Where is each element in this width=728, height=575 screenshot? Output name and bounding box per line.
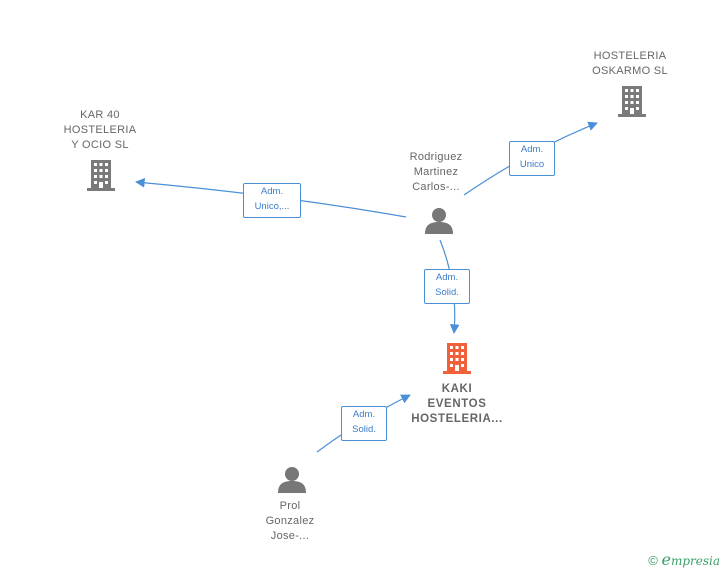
edge-label-rodriguez-kaki[interactable]: Adm. Solid. <box>424 269 470 304</box>
edge-label-line: Solid. <box>352 424 376 435</box>
edge-label-line: Adm. <box>352 409 376 420</box>
rodriguez-label[interactable]: Rodriguez Martinez Carlos-... <box>391 150 481 195</box>
brand-initial: e <box>661 550 671 569</box>
copyright-icon: © <box>648 553 658 568</box>
oskarmo-building-icon[interactable] <box>618 86 646 117</box>
prol-label-line: Jose-... <box>270 530 310 542</box>
prol-label-line: Gonzalez <box>265 515 315 527</box>
kar40-label[interactable]: KAR 40 HOSTELERIA Y OCIO SL <box>50 108 150 153</box>
prol-label-line: Prol <box>279 500 301 512</box>
rodriguez-label-line: Carlos-... <box>412 181 460 193</box>
edge-label-rodriguez-kar40[interactable]: Adm. Unico,... <box>243 183 301 218</box>
kaki-label-line: HOSTELERIA... <box>411 413 503 425</box>
kaki-label-line: KAKI <box>441 383 473 395</box>
kar40-building-icon[interactable] <box>87 160 115 191</box>
edge-label-line: Unico <box>519 159 545 170</box>
brand-footer: © empresia <box>648 550 720 569</box>
kaki-label-line: EVENTOS <box>427 398 487 410</box>
edge-label-prol-kaki[interactable]: Adm. Solid. <box>341 406 387 441</box>
brand-logo: empresia <box>661 550 720 569</box>
kar40-label-line: HOSTELERIA <box>63 124 137 136</box>
edge-label-line: Unico,... <box>254 201 290 212</box>
brand-name: mpresia <box>670 554 720 568</box>
prol-label[interactable]: Prol Gonzalez Jose-... <box>250 499 330 544</box>
edge-label-line: Adm. <box>435 272 459 283</box>
kar40-label-line: Y OCIO SL <box>71 139 129 151</box>
rodriguez-label-line: Martinez <box>413 166 459 178</box>
kar40-label-line: KAR 40 <box>80 109 120 121</box>
rodriguez-person-icon[interactable] <box>425 208 453 234</box>
kaki-building-icon[interactable] <box>443 343 471 374</box>
rodriguez-label-line: Rodriguez <box>409 151 463 163</box>
oskarmo-label[interactable]: HOSTELERIA OSKARMO SL <box>575 49 685 79</box>
edge-label-line: Adm. <box>260 186 284 197</box>
edge-label-line: Adm. <box>520 144 544 155</box>
oskarmo-label-line: OSKARMO SL <box>592 65 668 77</box>
edge-label-line: Solid. <box>435 287 459 298</box>
edge-label-rodriguez-oskarmo[interactable]: Adm. Unico <box>509 141 555 176</box>
prol-person-icon[interactable] <box>278 467 306 493</box>
kaki-label[interactable]: KAKI EVENTOS HOSTELERIA... <box>402 382 512 427</box>
oskarmo-label-line: HOSTELERIA <box>593 50 667 62</box>
